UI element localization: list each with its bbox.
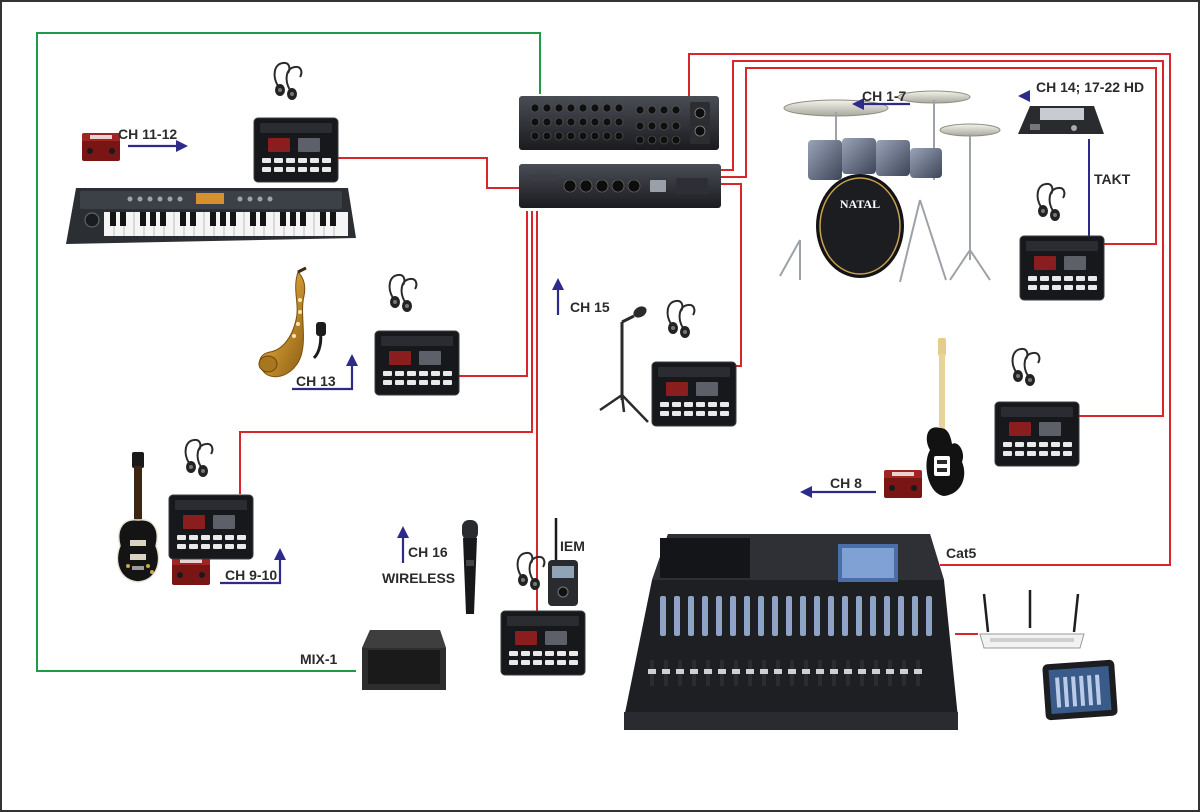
cat5-label: Cat5	[946, 545, 977, 561]
guitar-di-box-icon	[172, 557, 210, 585]
iem-personal-mixer-icon	[500, 610, 586, 676]
bass-channel-label: CH 8	[830, 475, 862, 491]
drum-brand-logo: NATAL	[840, 197, 880, 211]
keyboard-channel-label: CH 11-12	[118, 126, 177, 142]
stage-box-top	[519, 96, 719, 150]
wifi-router	[979, 590, 1085, 649]
wireless-handheld-mic	[462, 520, 478, 614]
tablet-controller	[1042, 659, 1118, 721]
sax-personal-mixer-icon	[374, 330, 460, 396]
drum-channel-label: CH 1-7	[862, 88, 907, 104]
sampler-device	[1018, 106, 1104, 134]
bass-di-box-icon	[884, 470, 922, 498]
sax-mixer-cat5	[459, 211, 528, 377]
keyboard-di-box-icon	[82, 133, 120, 161]
saxophone-instrument	[258, 266, 326, 378]
cat5-red-wires	[239, 53, 1171, 635]
keyboard-personal-mixer-icon	[253, 117, 339, 183]
guitar-personal-mixer-icon	[168, 494, 254, 560]
mix-1-analog-line	[36, 32, 541, 672]
guitar-channel-arrow	[220, 560, 282, 585]
iem-label: IEM	[560, 538, 585, 554]
vocal-mic-stand	[599, 306, 649, 423]
sax-channel-label: CH 13	[296, 373, 336, 389]
keyboard-instrument	[66, 188, 356, 244]
digital-console	[624, 534, 958, 730]
wireless-channel-label: CH 16	[408, 544, 448, 560]
iem-bodypack	[548, 518, 578, 606]
bass-guitar-instrument	[926, 338, 965, 496]
guitar-channel-label: CH 9-10	[225, 567, 277, 583]
drum-mixer-cat5	[721, 67, 1157, 245]
channel-arrows	[128, 90, 1030, 585]
sampler-channel-label: CH 14; 17-22 HD	[1036, 79, 1144, 95]
mix-label: MIX-1	[300, 651, 338, 667]
keyboard-mixer-cat5	[338, 157, 521, 189]
vocal-channel-label: CH 15	[570, 299, 610, 315]
drum-kit: NATAL	[779, 90, 1001, 283]
analog-green-wire	[36, 32, 541, 672]
console-snake-cat5	[688, 53, 1171, 566]
takt-label: TAKT	[1094, 171, 1131, 187]
sax-channel-arrow	[292, 366, 354, 391]
drum-personal-mixer-icon	[1019, 235, 1105, 301]
stage-box-group	[519, 96, 721, 208]
vocal-personal-mixer-icon	[651, 361, 737, 427]
text-labels: CH 11-12 CH 13 CH 9-10 CH 16 WIRELESS IE…	[118, 79, 1144, 667]
bass-personal-mixer-icon	[994, 401, 1080, 467]
wireless-label: WIRELESS	[382, 570, 455, 586]
stage-box-bottom	[519, 164, 721, 208]
monitor-wedge-speaker	[362, 630, 446, 690]
electric-guitar-instrument	[116, 452, 160, 583]
vocal-mixer-cat5	[721, 183, 742, 367]
guitar-mixer-cat5	[239, 211, 533, 494]
bass-mixer-cat5	[721, 60, 1164, 417]
